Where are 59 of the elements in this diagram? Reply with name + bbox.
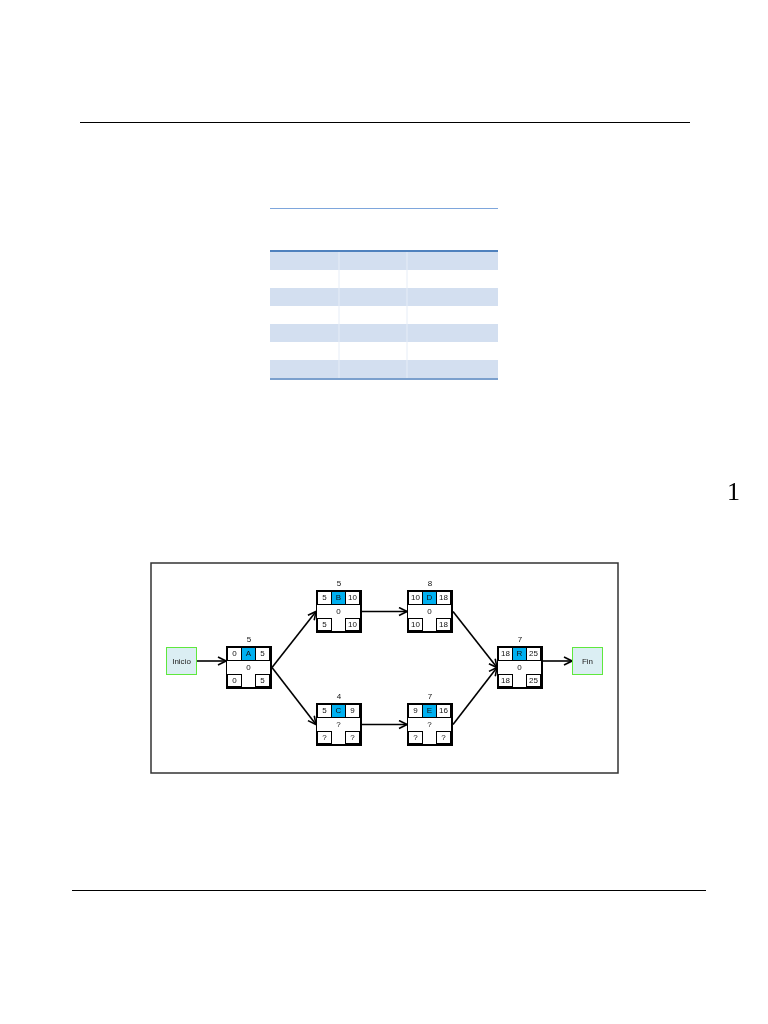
early-start: 5 [317, 704, 332, 718]
arrow [271, 666, 317, 726]
activity-node [316, 590, 362, 633]
late-finish: ? [436, 731, 451, 744]
late-start: 5 [317, 618, 332, 631]
late-start: 10 [408, 618, 423, 631]
arrow [361, 719, 408, 730]
activity-node [407, 590, 453, 633]
terminal-node: Inicio [166, 647, 197, 675]
early-start: 18 [498, 647, 513, 661]
total-float: 0 [516, 662, 523, 674]
early-start: 10 [408, 591, 423, 605]
duration-label: 8 [427, 579, 433, 588]
activity-name: R [513, 647, 526, 661]
activity-name: C [332, 704, 345, 718]
late-start: ? [317, 731, 332, 744]
early-start: 5 [317, 591, 332, 605]
early-finish: 9 [345, 704, 360, 718]
late-start: 18 [498, 674, 513, 687]
late-finish: 5 [255, 674, 270, 687]
duration-label: 7 [517, 635, 523, 644]
early-finish: 18 [436, 591, 451, 605]
duration-label: 5 [246, 635, 252, 644]
activity-name: B [332, 591, 345, 605]
early-start: 0 [227, 647, 242, 661]
arrow [271, 610, 317, 669]
activity-node [497, 646, 543, 689]
arrow [452, 610, 498, 669]
late-finish: ? [345, 731, 360, 744]
activity-name: E [423, 704, 436, 718]
duration-label: 4 [336, 692, 342, 701]
page-number: 1 [727, 478, 740, 506]
early-finish: 16 [436, 704, 451, 718]
total-float: 0 [426, 606, 433, 618]
late-start: ? [408, 731, 423, 744]
arrow [196, 656, 227, 666]
activity-node [407, 703, 453, 746]
early-finish: 25 [526, 647, 541, 661]
total-float: ? [335, 719, 342, 731]
arrow [452, 666, 498, 726]
arrow [542, 656, 573, 666]
late-finish: 18 [436, 618, 451, 631]
late-finish: 10 [345, 618, 360, 631]
early-finish: 10 [345, 591, 360, 605]
late-finish: 25 [526, 674, 541, 687]
terminal-node: Fin [572, 647, 603, 675]
total-float: ? [426, 719, 433, 731]
duration-label: 7 [427, 692, 433, 701]
activity-name: A [242, 647, 255, 661]
activity-node [316, 703, 362, 746]
duration-label: 5 [336, 579, 342, 588]
early-finish: 5 [255, 647, 270, 661]
early-start: 9 [408, 704, 423, 718]
total-float: 0 [245, 662, 252, 674]
arrow [361, 606, 408, 617]
activity-node [226, 646, 272, 689]
late-start: 0 [227, 674, 242, 687]
total-float: 0 [335, 606, 342, 618]
activity-name: D [423, 591, 436, 605]
